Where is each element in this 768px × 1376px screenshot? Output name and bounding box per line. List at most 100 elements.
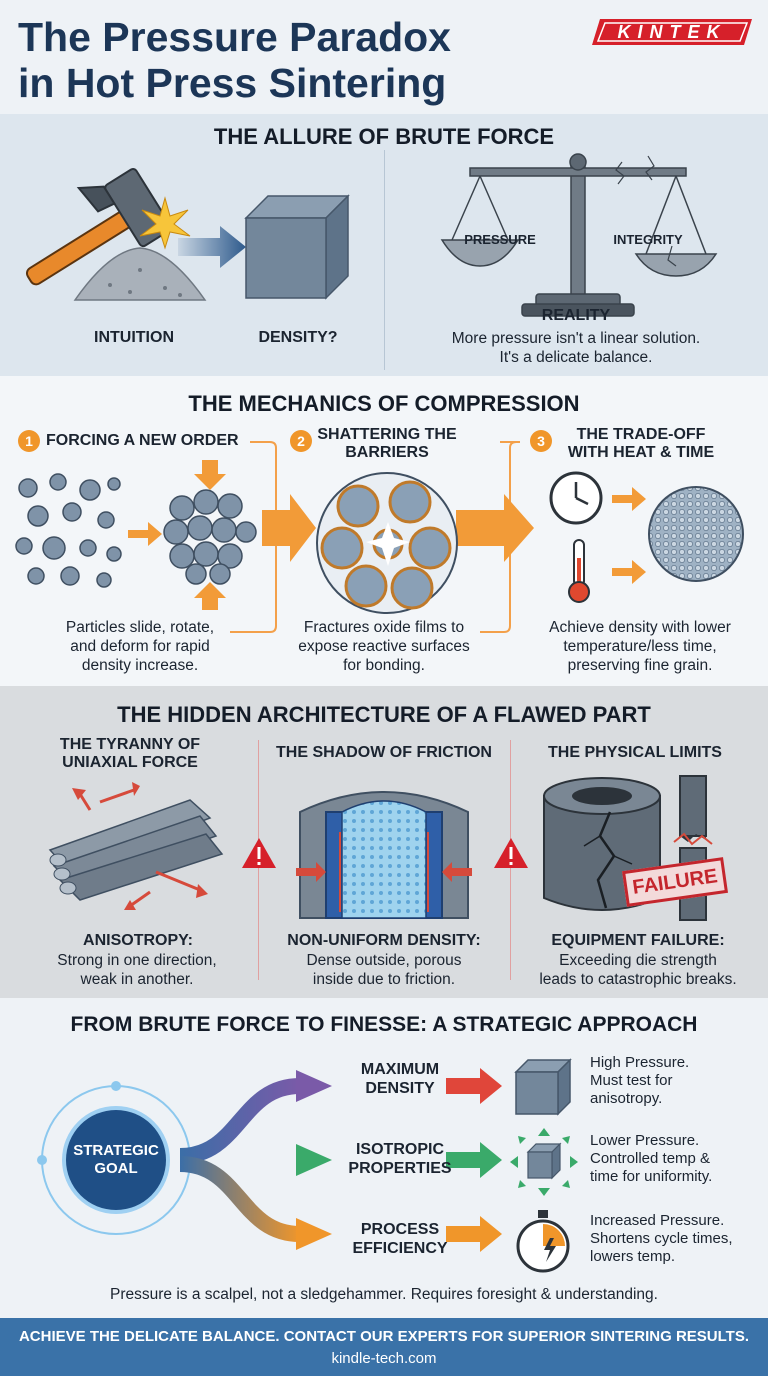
pressure-label: PRESSURE bbox=[464, 232, 536, 247]
step-1-desc-line-2: and deform for rapid bbox=[70, 638, 210, 655]
col3-desc-line-1: Exceeding die strength bbox=[559, 952, 717, 969]
step-3-desc-line-2: temperature/less time, bbox=[563, 638, 717, 655]
impact-spark-icon bbox=[139, 196, 191, 250]
path2-label-line-2: PROPERTIES bbox=[348, 1160, 452, 1177]
section2-title: THE MECHANICS OF COMPRESSION bbox=[188, 391, 580, 416]
small-arrow-right-icon bbox=[128, 522, 162, 546]
step-2-desc-line-2: expose reactive surfaces bbox=[298, 638, 470, 655]
title-line-2: in Hot Press Sintering bbox=[18, 60, 447, 106]
step-1-description: Particles slide, rotate, and deform for … bbox=[40, 618, 240, 675]
reality-label: REALITY bbox=[541, 307, 611, 324]
isotropic-properties-description: Lower Pressure. Controlled temp & time f… bbox=[590, 1132, 760, 1186]
section4-title: FROM BRUTE FORCE TO FINESSE: A STRATEGIC… bbox=[70, 1013, 698, 1036]
anisotropy-column-title: THE TYRANNY OF UNIAXIAL FORCE bbox=[30, 736, 230, 772]
clock-icon bbox=[549, 471, 603, 525]
path3-label-line-2: EFFICIENCY bbox=[352, 1240, 448, 1257]
section1-title: THE ALLURE OF BRUTE FORCE bbox=[213, 124, 555, 149]
kintek-logo[interactable]: KINTEK bbox=[592, 17, 752, 47]
footer-bar bbox=[0, 1318, 768, 1376]
step-2-desc-line-3: for bonding. bbox=[343, 657, 425, 674]
density-label: DENSITY? bbox=[258, 329, 338, 346]
col1-title-line-2: UNIAXIAL FORCE bbox=[62, 754, 198, 771]
col1-desc-line-2: weak in another. bbox=[80, 971, 194, 988]
title-line-1: The Pressure Paradox bbox=[18, 14, 451, 60]
col2-desc-line-2: inside due to friction. bbox=[312, 971, 456, 988]
process-efficiency-label: PROCESS EFFICIENCY bbox=[336, 1220, 464, 1258]
clock-arrow-icon bbox=[612, 487, 646, 511]
step-3-title-line-2: WITH HEAT & TIME bbox=[567, 444, 715, 461]
anisotropy-description: Strong in one direction, weak in another… bbox=[30, 951, 244, 989]
anisotropy-head: ANISOTROPY: bbox=[83, 932, 193, 949]
path3-desc-line-1: Increased Pressure. bbox=[590, 1212, 725, 1229]
goal-line-2: GOAL bbox=[94, 1160, 138, 1177]
path2-desc-line-1: Lower Pressure. bbox=[590, 1132, 700, 1149]
step-3-title-line-1: THE TRADE-OFF bbox=[576, 426, 706, 443]
equipment-failure-head: EQUIPMENT FAILURE: bbox=[551, 932, 725, 949]
shattered-particles-icon bbox=[316, 472, 458, 614]
path2-desc-line-2: Controlled temp & bbox=[590, 1150, 711, 1167]
step-3-description: Achieve density with lower temperature/l… bbox=[522, 618, 758, 675]
isotropic-properties-label: ISOTROPIC PROPERTIES bbox=[336, 1140, 464, 1178]
fiber-bundle-icon bbox=[48, 782, 224, 910]
loose-particles-icon bbox=[15, 473, 122, 588]
maximum-density-description: High Pressure. Must test for anisotropy. bbox=[590, 1054, 760, 1108]
goal-line-1: STRATEGIC bbox=[73, 1142, 159, 1159]
strategy-flow-diagram bbox=[37, 1068, 502, 1252]
step-2-title: SHATTERING THE BARRIERS bbox=[312, 426, 462, 462]
path1-desc-line-2: Must test for bbox=[590, 1072, 673, 1089]
non-uniform-head: NON-UNIFORM DENSITY: bbox=[287, 932, 481, 949]
arrow-right-icon bbox=[178, 226, 246, 268]
step-3-badge: 3 bbox=[530, 430, 552, 452]
col1-desc-line-1: Strong in one direction, bbox=[57, 952, 217, 969]
path3-label-line-1: PROCESS bbox=[360, 1221, 440, 1238]
footer-url-link[interactable]: kindle-tech.com bbox=[331, 1350, 437, 1367]
step-1-desc-line-3: density increase. bbox=[81, 657, 199, 674]
step-2-desc-line-1: Fractures oxide films to bbox=[303, 619, 465, 636]
page-title: The Pressure Paradox in Hot Press Sinter… bbox=[18, 14, 451, 106]
step-1-badge: 1 bbox=[18, 430, 40, 452]
strategic-goal-circle bbox=[66, 1110, 166, 1210]
fine-grain-icon bbox=[648, 486, 744, 582]
kintek-logo-shape bbox=[592, 19, 752, 45]
path1-desc-line-1: High Pressure. bbox=[590, 1054, 690, 1071]
thermometer-arrow-icon bbox=[612, 560, 646, 584]
path1-desc-line-3: anisotropy. bbox=[590, 1090, 663, 1107]
step-3-desc-line-1: Achieve density with lower bbox=[549, 619, 731, 636]
step-3-title: THE TRADE-OFF WITH HEAT & TIME bbox=[556, 426, 726, 462]
thermometer-icon bbox=[568, 539, 590, 603]
packed-particles-icon bbox=[163, 460, 257, 610]
powder-pile-icon bbox=[73, 247, 207, 301]
path1-label-line-2: DENSITY bbox=[365, 1080, 435, 1097]
equipment-failure-description: Exceeding die strength leads to catastro… bbox=[516, 951, 760, 989]
col1-title-line-1: THE TYRANNY OF bbox=[59, 736, 201, 753]
die-cross-section-icon bbox=[296, 791, 472, 919]
path3-desc-line-2: Shortens cycle times, bbox=[590, 1230, 733, 1247]
section3-title: THE HIDDEN ARCHITECTURE OF A FLAWED PART bbox=[117, 702, 651, 727]
balance-scale-icon bbox=[440, 153, 718, 317]
strategic-goal-label: STRATEGIC GOAL bbox=[66, 1142, 166, 1178]
step-2-title-line-2: BARRIERS bbox=[345, 444, 429, 461]
path2-label-line-1: ISOTROPIC bbox=[355, 1141, 444, 1158]
step-connectors bbox=[230, 441, 534, 633]
col3-desc-line-2: leads to catastrophic breaks. bbox=[539, 971, 737, 988]
step-2-description: Fractures oxide films to expose reactive… bbox=[282, 618, 486, 675]
path1-label-line-1: MAXIMUM bbox=[360, 1061, 440, 1078]
logo-text: KINTEK bbox=[617, 22, 727, 42]
step-3-desc-line-3: preserving fine grain. bbox=[567, 657, 713, 674]
step-2-badge: 2 bbox=[290, 430, 312, 452]
warning-icon-1 bbox=[242, 838, 276, 868]
closing-statement: Pressure is a scalpel, not a sledgehamme… bbox=[110, 1286, 658, 1303]
footer-cta: ACHIEVE THE DELICATE BALANCE. CONTACT OU… bbox=[18, 1328, 750, 1345]
reality-line-1: More pressure isn't a linear solution. bbox=[451, 330, 701, 347]
stopwatch-icon bbox=[516, 1210, 570, 1273]
reality-line-2: It's a delicate balance. bbox=[499, 349, 653, 366]
process-efficiency-description: Increased Pressure. Shortens cycle times… bbox=[590, 1212, 762, 1266]
intuition-label: INTUITION bbox=[94, 329, 174, 346]
dense-cube-icon bbox=[244, 194, 350, 300]
path3-desc-line-3: lowers temp. bbox=[590, 1248, 676, 1265]
col2-desc-line-1: Dense outside, porous bbox=[306, 952, 462, 969]
limits-column-title: THE PHYSICAL LIMITS bbox=[548, 744, 722, 761]
reality-description: More pressure isn't a linear solution. I… bbox=[400, 329, 752, 367]
step-2-title-line-1: SHATTERING THE bbox=[317, 426, 457, 443]
warning-icon-2 bbox=[494, 838, 528, 868]
